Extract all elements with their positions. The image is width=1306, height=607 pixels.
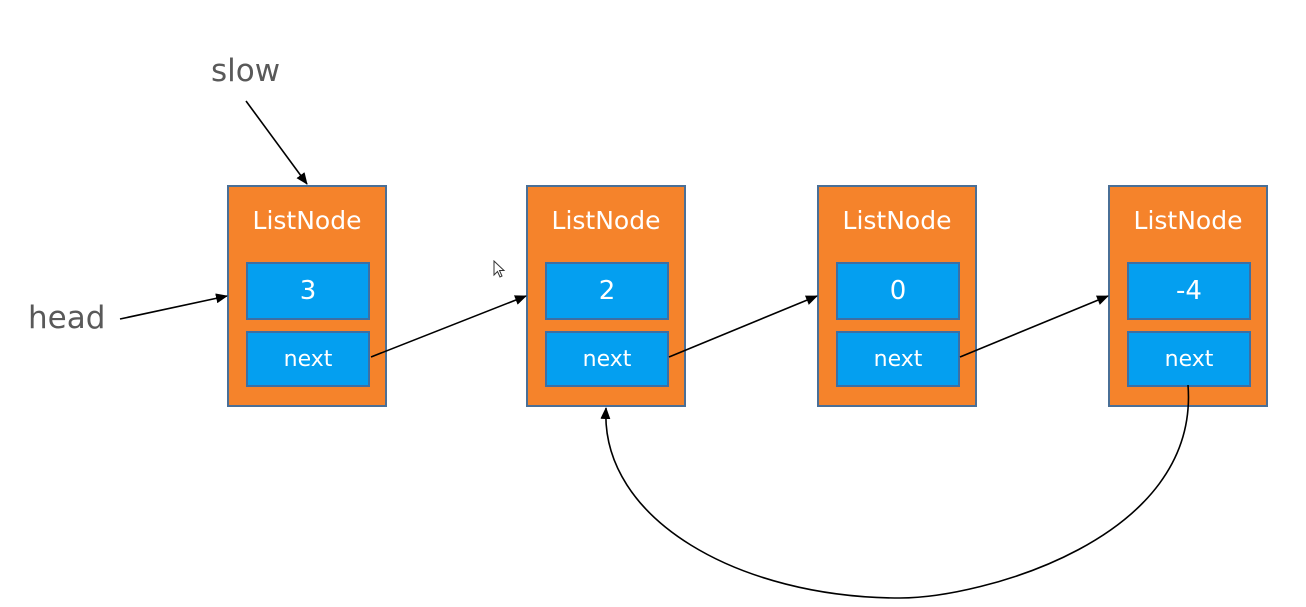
node-title: ListNode	[842, 206, 952, 235]
list-node-4: ListNode -4 next	[1108, 185, 1268, 407]
node-next-field: next	[545, 331, 669, 387]
list-node-2: ListNode 2 next	[526, 185, 686, 407]
node-title: ListNode	[551, 206, 661, 235]
node-value: -4	[1127, 262, 1251, 320]
cycle-arrow-4-to-2	[600, 384, 1190, 599]
head-pointer-label: head	[28, 300, 106, 336]
mouse-pointer-icon	[493, 260, 506, 278]
head-pointer-arrow	[119, 293, 228, 320]
node-title: ListNode	[1133, 206, 1243, 235]
slow-pointer-label: slow	[211, 53, 281, 89]
node-value: 2	[545, 262, 669, 320]
node-title: ListNode	[252, 206, 362, 235]
next-arrow-2-to-3	[668, 295, 818, 358]
next-arrow-3-to-4	[959, 295, 1109, 358]
node-value: 0	[836, 262, 960, 320]
slow-pointer-arrow	[245, 100, 308, 185]
node-next-field: next	[1127, 331, 1251, 387]
next-arrow-1-to-2	[370, 295, 527, 358]
node-next-field: next	[246, 331, 370, 387]
list-node-3: ListNode 0 next	[817, 185, 977, 407]
list-node-1: ListNode 3 next	[227, 185, 387, 407]
node-next-field: next	[836, 331, 960, 387]
node-value: 3	[246, 262, 370, 320]
